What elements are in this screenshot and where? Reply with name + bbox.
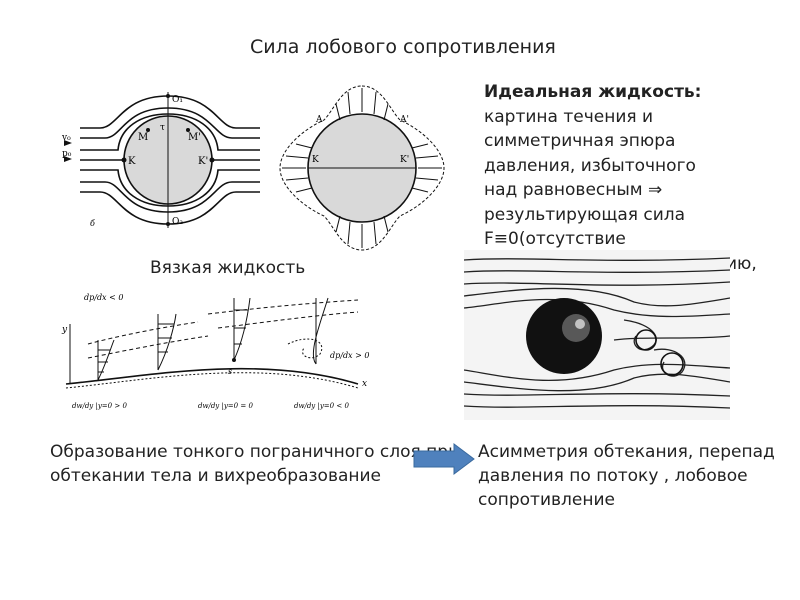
vortex-wake-image xyxy=(464,250,730,420)
ideal-line: картина течения и xyxy=(484,106,654,127)
label-y: y xyxy=(61,325,68,335)
label-k: K xyxy=(312,155,319,165)
ideal-line: симметричная эпюра xyxy=(484,131,676,151)
label-m: M xyxy=(138,132,148,143)
ideal-heading: Идеальная жидкость: xyxy=(484,82,702,102)
ideal-line: над равновесным ⇒ xyxy=(484,180,663,200)
slide-title: Сила лобового сопротивления xyxy=(250,36,556,58)
ideal-line: F≡0(отсутствие xyxy=(484,229,626,249)
pressure-diagram: A A' K K' xyxy=(279,85,445,251)
viscous-fluid-label: Вязкая жидкость xyxy=(150,258,306,278)
label-v0: v₀ xyxy=(61,133,71,143)
boundary-layer-diagram: dp/dx < 0 dp/dx > 0 y x s dw/dy |y=0 > 0… xyxy=(61,293,369,410)
label-dpdx-neg: dp/dx < 0 xyxy=(84,293,123,302)
ideal-line: ию, xyxy=(726,253,757,274)
label-a-prime: A' xyxy=(399,115,409,125)
label-gradient-pos: dw/dy |y=0 > 0 xyxy=(72,402,127,410)
asymmetry-text: Асимметрия обтекания, перепад давления п… xyxy=(478,442,775,510)
label-k-prime: K' xyxy=(400,155,409,165)
right-arrow-icon xyxy=(413,443,475,475)
ideal-line: давления, избыточного xyxy=(484,155,696,176)
label-o1: O₁ xyxy=(172,95,183,105)
ideal-line: результирующая сила xyxy=(484,204,686,225)
label-p0: p₀ xyxy=(62,149,72,159)
label-b: б xyxy=(90,219,95,228)
label-tau: τ xyxy=(160,123,165,133)
label-gradient-zero: dw/dy |y=0 = 0 xyxy=(198,402,253,410)
label-a: A xyxy=(315,115,323,125)
label-s: s xyxy=(228,367,232,376)
label-o2: O₂ xyxy=(172,217,183,227)
label-x: x xyxy=(362,379,367,389)
label-gradient-neg: dw/dy |y=0 < 0 xyxy=(294,402,349,410)
label-m-prime: M' xyxy=(188,132,201,143)
ideal-flow-diagram: O₁ O₂ M M' K K' τ v₀ p₀ б xyxy=(61,92,260,228)
label-k: K xyxy=(128,156,136,167)
label-k-prime: K' xyxy=(198,156,208,167)
label-dpdx-pos: dp/dx > 0 xyxy=(330,351,369,360)
boundary-layer-text: Образование тонкого пограничного слоя пр… xyxy=(50,442,460,486)
ideal-fluid-text: Идеальная жидкость: картина течения и си… xyxy=(484,80,794,276)
